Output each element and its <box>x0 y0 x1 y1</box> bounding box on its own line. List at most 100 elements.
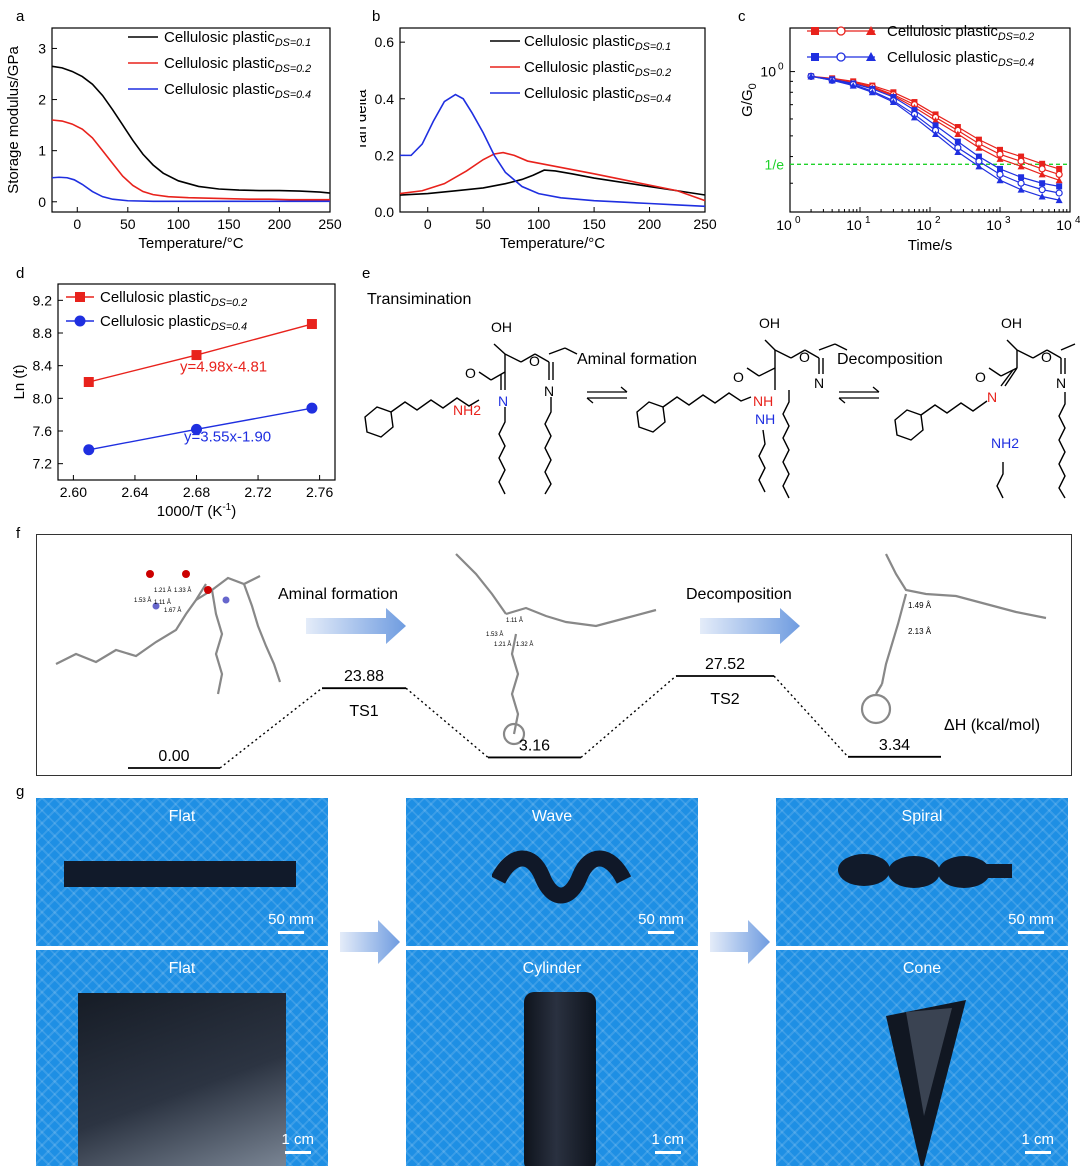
nh-label-red: NH <box>753 393 773 409</box>
data-point <box>1055 170 1063 178</box>
legend-label: Cellulosic plasticDS=0.2 <box>887 23 1034 43</box>
connector-line <box>219 687 323 769</box>
legend-label: Cellulosic plasticDS=0.2 <box>164 55 311 75</box>
molecule-aminal <box>636 339 848 499</box>
x-tick-label: 200 <box>268 216 292 232</box>
photo-title: Wave <box>531 808 573 825</box>
panel-letter-a: a <box>16 8 25 25</box>
data-point <box>954 148 962 156</box>
scale-bar-label: 1 cm <box>281 1131 314 1148</box>
x-axis-label: Temperature/°C <box>138 235 243 252</box>
y-tick-label: 10 <box>760 64 776 80</box>
data-point <box>1038 170 1046 178</box>
data-point <box>1056 183 1063 190</box>
transition-state-label: TS1 <box>349 703 378 720</box>
series-line <box>51 65 331 194</box>
bond-label: 1.53 Å <box>486 631 503 638</box>
legend-marker <box>75 292 85 302</box>
o-label-1a: O <box>465 365 476 381</box>
y-tick-label: 7.2 <box>33 456 53 472</box>
wave-strip <box>492 850 632 904</box>
panel-letter-e: e <box>362 265 371 282</box>
bond-label: 2.13 Å <box>908 627 932 636</box>
scale-bar: 1 cm <box>1021 1131 1054 1154</box>
panel-letter-f: f <box>16 525 21 542</box>
energy-value: 23.88 <box>344 668 384 685</box>
step1-label: Aminal formation <box>577 351 697 368</box>
scale-bar: 50 mm <box>638 911 684 934</box>
fit-equation: y=3.55x-1.90 <box>184 429 271 446</box>
step-arrow-1 <box>306 608 406 644</box>
panel-letter-b: b <box>372 8 381 25</box>
legend-marker <box>866 52 876 61</box>
x-tick-label: 100 <box>527 216 551 232</box>
y-tick-label: 0.2 <box>375 147 395 163</box>
one-over-e-label: 1/e <box>765 156 785 172</box>
scale-bar-label: 1 cm <box>1021 1131 1054 1148</box>
o-label-2a: O <box>733 369 744 385</box>
data-point <box>828 76 836 84</box>
legend-label: Cellulosic plasticDS=0.1 <box>164 29 311 49</box>
data-point <box>954 138 961 145</box>
molecule-product <box>894 339 1076 499</box>
data-point <box>868 88 876 96</box>
data-point <box>975 162 983 170</box>
energy-value: 3.34 <box>879 737 910 754</box>
energy-value: 27.52 <box>705 656 745 673</box>
x-tick-label: 10 <box>846 217 862 233</box>
x-tick-exponent: 3 <box>1005 215 1011 226</box>
y-axis-label: G/G0 <box>739 83 759 117</box>
photo-title: Spiral <box>901 808 943 825</box>
photo-title: Cylinder <box>522 960 582 977</box>
step2-label: Decomposition <box>686 586 792 603</box>
x-tick-label: 2.64 <box>121 484 148 500</box>
scale-bar-label: 50 mm <box>1008 911 1054 928</box>
energy-profile-f: 1.21 Å 1.33 Å 1.53 Å 1.11 Å 1.67 Å 1.11 … <box>36 534 1072 776</box>
legend-label: Cellulosic plasticDS=0.2 <box>100 289 247 309</box>
x-tick-label: 2.72 <box>244 484 271 500</box>
legend-label: Cellulosic plasticDS=0.4 <box>887 49 1034 69</box>
scale-bar: 50 mm <box>1008 911 1054 934</box>
legend-label: Cellulosic plasticDS=0.4 <box>524 85 671 105</box>
y-tick-label: 0.0 <box>375 204 395 220</box>
x-tick-label: 50 <box>120 216 136 232</box>
data-point <box>1038 186 1046 194</box>
photo-top-wave: Wave 50 mm <box>406 798 698 946</box>
energy-value: 3.16 <box>519 737 550 754</box>
series-line <box>399 151 706 202</box>
data-point <box>975 144 983 151</box>
x-tick-label: 100 <box>167 216 191 232</box>
data-point <box>1055 176 1063 184</box>
data-point <box>932 122 939 129</box>
oh-label-1: OH <box>491 319 512 335</box>
legend-marker <box>866 26 876 35</box>
legend-marker <box>811 27 819 35</box>
x-tick-label: 250 <box>318 216 342 232</box>
panel-letter-c: c <box>738 8 746 25</box>
photo-arrow-1 <box>340 920 400 964</box>
oh-label-2: OH <box>759 315 780 331</box>
step1-label: Aminal formation <box>278 586 398 603</box>
data-point <box>83 377 94 387</box>
data-point <box>1017 162 1025 170</box>
x-tick-label: 0 <box>424 216 432 232</box>
bond-label: 1.49 Å <box>908 601 932 610</box>
o-label-2b: O <box>799 349 810 365</box>
n-label-2: N <box>814 375 824 391</box>
data-point <box>997 146 1003 153</box>
data-point <box>1018 174 1025 181</box>
x-tick-label: 150 <box>217 216 241 232</box>
y-tick-label: 7.6 <box>33 423 53 439</box>
data-point <box>191 350 202 361</box>
y-axis-label: Tan delta <box>360 89 370 151</box>
bond-label: 1.53 Å <box>134 597 151 604</box>
legend-label: Cellulosic plasticDS=0.2 <box>524 59 671 79</box>
panel-letter-d: d <box>16 265 25 282</box>
n-label-1a: N <box>498 393 508 409</box>
bond-label: 1.11 Å <box>506 617 523 624</box>
data-point <box>191 423 202 435</box>
scale-bar-label: 50 mm <box>638 911 684 928</box>
step2-label: Decomposition <box>837 351 943 368</box>
